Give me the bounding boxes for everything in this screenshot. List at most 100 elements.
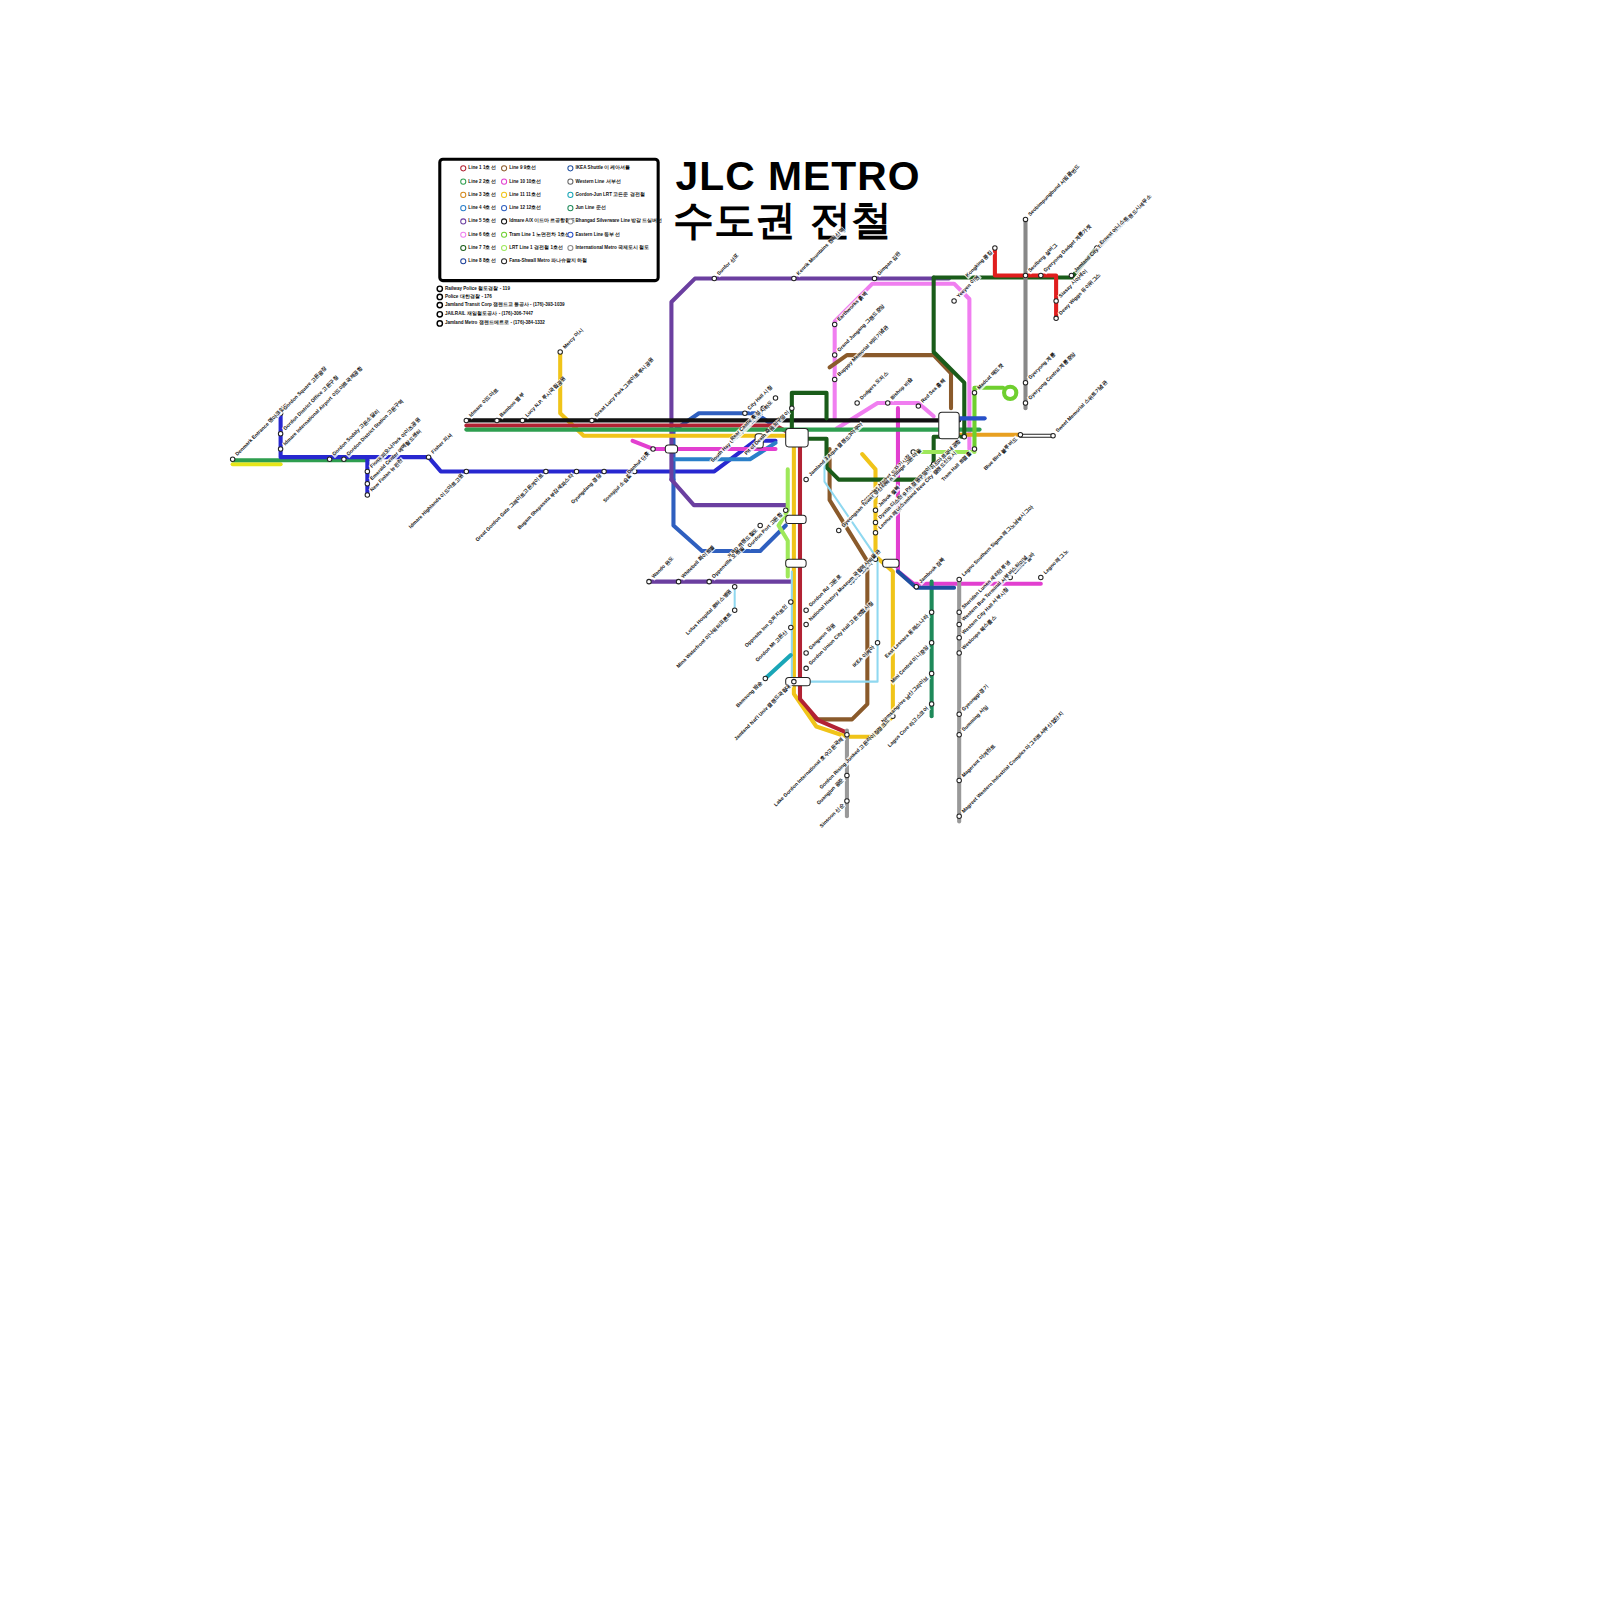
legend-text: Line 12 12호선 bbox=[509, 205, 541, 210]
station-label: Bamboo 뱀부 bbox=[498, 391, 526, 419]
legend-text: Line 11 11호선 bbox=[509, 192, 541, 197]
station-dot bbox=[602, 469, 606, 473]
station-label: Dodgers 도저스 bbox=[858, 370, 890, 402]
station-dot bbox=[1039, 273, 1043, 277]
legend-item: LRT Line 1 경전철 1호선 bbox=[501, 244, 563, 251]
station-dot bbox=[758, 523, 762, 527]
legend-swatch bbox=[567, 192, 573, 198]
station-dot bbox=[365, 481, 369, 485]
contact-line: Jamland Transit Corp 잼랜드교통공사 - (176)-393… bbox=[445, 302, 565, 308]
station-dot bbox=[574, 469, 578, 473]
station-label: Sweet Memorial 스위트기념관 bbox=[1054, 379, 1109, 434]
station-dot bbox=[783, 508, 787, 512]
legend-text: Tram Line 1 노면전차 1호선 bbox=[509, 232, 570, 237]
legend-text: LRT Line 1 경전철 1호선 bbox=[509, 245, 563, 250]
station-dot bbox=[342, 457, 346, 461]
station-label: Sunfor 선포 bbox=[715, 252, 740, 277]
contact-line: Railway Police 철도경찰 - 119 bbox=[445, 286, 510, 292]
station-dot bbox=[804, 651, 808, 655]
station-dot bbox=[875, 641, 879, 645]
station-dot bbox=[647, 579, 651, 583]
station-dot bbox=[845, 773, 849, 777]
station-label: Sosspjul 소습줄 bbox=[602, 472, 634, 504]
legend-swatch bbox=[460, 178, 466, 184]
legend-text: Idmare A/X 이드마르공항철도 bbox=[509, 218, 575, 223]
legend-item: Line 3 3호선 bbox=[460, 191, 495, 198]
station-label: Lotus Hospital 로터스병원 bbox=[684, 588, 734, 638]
station-label: Bugam Shepassta 부감셰파스타 bbox=[516, 472, 575, 531]
station-dot bbox=[1039, 575, 1043, 579]
legend-text: Line 9 9호선 bbox=[509, 165, 536, 170]
legend-item: Line 10 10호선 bbox=[501, 178, 542, 185]
station-label: Emerald Center 에메랄드센터 bbox=[368, 428, 423, 483]
station-dot bbox=[1069, 273, 1073, 277]
station-dot bbox=[676, 579, 680, 583]
legend-text: Line 10 10호선 bbox=[509, 179, 541, 184]
station-dot bbox=[804, 608, 808, 612]
station-label: Opposite Inn 오퍼지트인 bbox=[743, 603, 790, 650]
station-dot bbox=[230, 457, 234, 461]
legend-item: Idmare A/X 이드마르공항철도 bbox=[501, 217, 575, 224]
legend-text: Western Line 서부선 bbox=[576, 179, 621, 184]
legend-item: IKEA Shuttle 이케아셔틀 bbox=[567, 164, 630, 171]
station-dot bbox=[789, 625, 793, 629]
station-dot bbox=[520, 418, 524, 422]
legend-swatch bbox=[567, 205, 573, 211]
legend-item: Line 7 7호선 bbox=[460, 244, 495, 251]
legend-item: Line 11 11호선 bbox=[501, 191, 541, 198]
station-dot bbox=[845, 732, 849, 736]
station-dot bbox=[789, 600, 793, 604]
legend-item: Line 9 9호선 bbox=[501, 164, 536, 171]
legend-text: Jun Line 준선 bbox=[576, 205, 606, 210]
map-subtitle: 수도권 전철 bbox=[673, 199, 891, 240]
legend-item: Line 5 5호선 bbox=[460, 217, 495, 224]
legend-item: Line 2 2호선 bbox=[460, 178, 495, 185]
legend-item: Line 6 6호선 bbox=[460, 231, 495, 238]
station-dot bbox=[743, 411, 747, 415]
station-dot bbox=[1054, 299, 1058, 303]
legend-item: Line 12 12호선 bbox=[501, 204, 542, 211]
station-label: Gyungdang 경당 bbox=[570, 472, 604, 506]
legend-item: Bhangad Silverware Line 방갈드실버선 bbox=[567, 217, 662, 224]
legend-swatch bbox=[501, 258, 507, 264]
legend-swatch bbox=[501, 178, 507, 184]
legend-text: Line 2 2호선 bbox=[468, 179, 495, 184]
legend-swatch bbox=[567, 245, 573, 251]
station-dot bbox=[914, 584, 918, 588]
legend-swatch bbox=[460, 245, 466, 251]
station-dot bbox=[832, 322, 836, 326]
station-dot bbox=[873, 508, 877, 512]
station-label: Fisher 피셔 bbox=[430, 431, 454, 455]
station-dot bbox=[957, 622, 961, 626]
station-dot bbox=[972, 391, 976, 395]
legend-text: Line 1 1호선 bbox=[468, 165, 495, 170]
station-dot bbox=[916, 404, 920, 408]
station-label: Idmare Highlands 이드마르고원 bbox=[407, 472, 465, 530]
station-dot bbox=[426, 455, 430, 459]
station-dot bbox=[327, 457, 331, 461]
station-label: Blue Bird 블루버드 bbox=[982, 436, 1019, 473]
legend-item: Jun Line 준선 bbox=[567, 204, 606, 211]
station-dot bbox=[278, 431, 282, 435]
station-dot bbox=[732, 584, 736, 588]
station-dot bbox=[929, 641, 933, 645]
station-dot bbox=[872, 276, 876, 280]
station-dot bbox=[957, 778, 961, 782]
legend-item: International Metro 국제도시철도 bbox=[567, 244, 648, 251]
legend-swatch bbox=[460, 192, 466, 198]
station-label: Idmare 이드마르 bbox=[467, 386, 500, 419]
legend-swatch bbox=[460, 205, 466, 211]
station-label: Wando 완도 bbox=[650, 555, 676, 581]
station-label: Ernest 어니스트 bbox=[1098, 215, 1130, 247]
station-dot bbox=[544, 469, 548, 473]
station-dot bbox=[1023, 380, 1027, 384]
legend-text: International Metro 국제도시철도 bbox=[576, 245, 649, 250]
station-label: Earthworks 흙벽 bbox=[836, 290, 869, 323]
station-dot bbox=[957, 814, 961, 818]
legend-item: Gordon-Jun LRT 고든준 경전철 bbox=[567, 191, 645, 198]
legend-item: Line 1 1호선 bbox=[460, 164, 495, 171]
station-dot bbox=[651, 447, 655, 451]
legend-swatch bbox=[460, 165, 466, 171]
contact-line: Jamland Metro 잼랜드메트로 - (176)-384-1332 bbox=[445, 320, 545, 326]
legend-text: Line 3 3호선 bbox=[468, 192, 495, 197]
